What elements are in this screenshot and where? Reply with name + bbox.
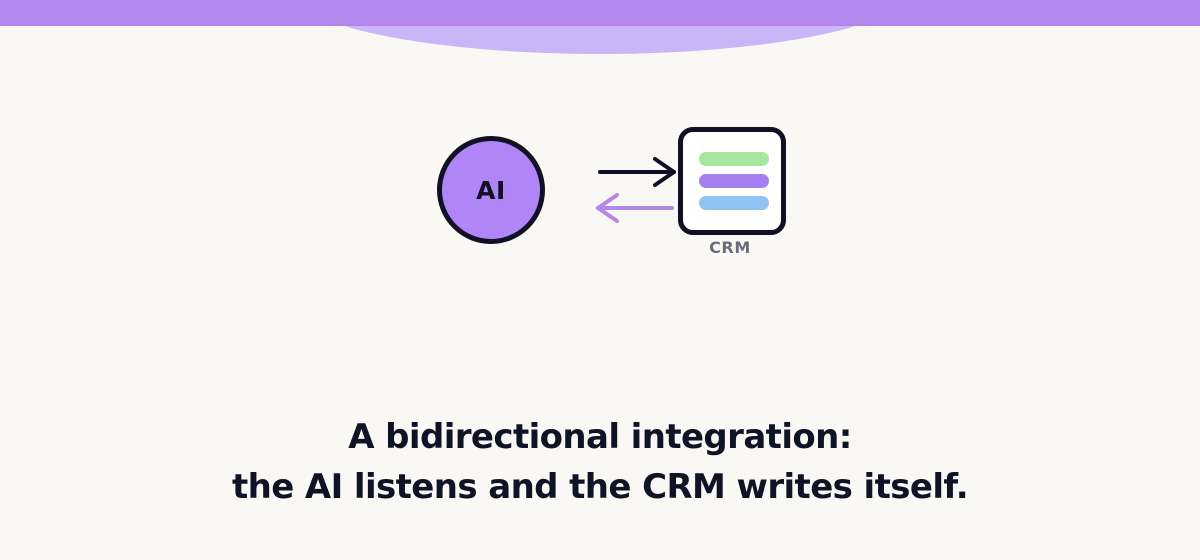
- bidirectional-arrows: [596, 157, 676, 223]
- crm-line-green: [699, 152, 769, 166]
- arrow-right-icon: [598, 157, 676, 187]
- arrow-left-icon: [596, 193, 674, 223]
- headline-line-2: the AI listens and the CRM writes itself…: [231, 467, 969, 507]
- crm-line-purple: [699, 174, 769, 188]
- headline: A bidirectional integration: the AI list…: [0, 412, 1200, 512]
- ai-node: AI: [437, 136, 545, 244]
- crm-label: CRM: [709, 238, 751, 257]
- headline-line-1: A bidirectional integration:: [348, 417, 852, 457]
- crm-line-blue: [699, 196, 769, 210]
- crm-card-icon: [678, 127, 786, 235]
- ai-node-label: AI: [476, 175, 506, 205]
- top-bar: [0, 0, 1200, 26]
